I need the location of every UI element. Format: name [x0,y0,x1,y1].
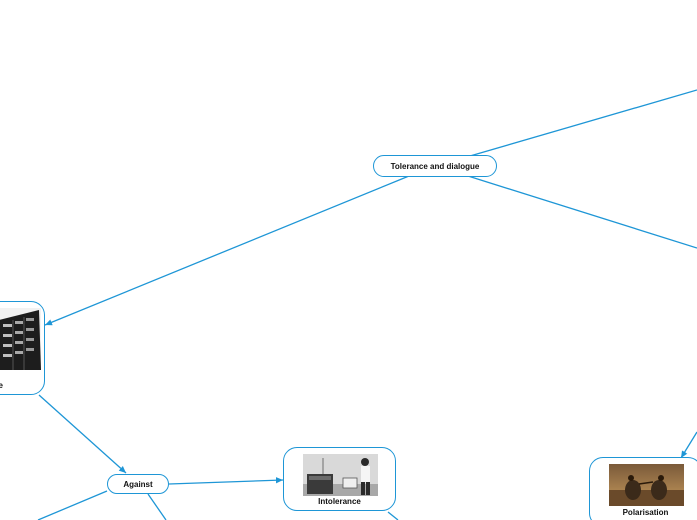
node-label: Tolerance and dialogue [390,161,480,171]
painting-photo [609,464,684,506]
connector-root-right [467,175,697,249]
filing-cabinet-photo [0,308,41,370]
node-tolerance[interactable]: ce [0,301,45,395]
node-polarisation[interactable]: Polarisation [589,457,697,520]
node-tolerance-and-dialogue[interactable]: Tolerance and dialogue [373,155,497,177]
node-label: Against [123,479,153,489]
connector-root-top-right [469,89,697,157]
protest-photo [303,454,378,496]
node-label: Intolerance [318,497,361,506]
connector-to-polarisation [680,431,697,459]
node-label: Polarisation [622,508,669,517]
connector-intolerance-bottom [387,511,399,520]
node-label: ce [0,381,3,390]
connector-against-to-intolerance [168,477,284,485]
connector-tolerance-to-against [38,394,127,474]
connector-root-to-tolerance [44,175,410,326]
connector-against-bottom [147,493,167,520]
connector-against-bottom-left [37,490,108,520]
node-intolerance[interactable]: Intolerance [283,447,396,511]
node-against[interactable]: Against [107,474,169,494]
